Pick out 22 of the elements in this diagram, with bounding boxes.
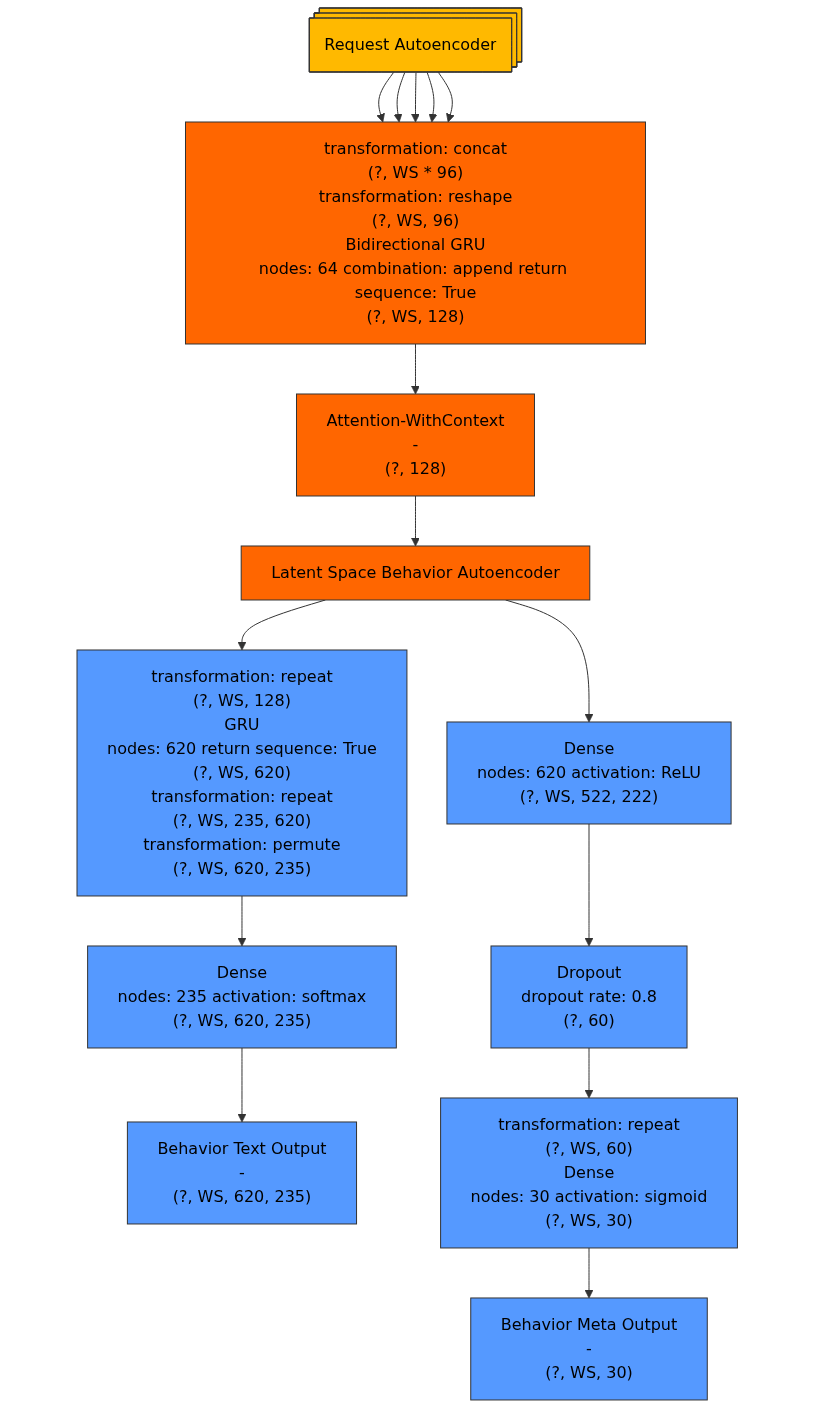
arrow [393, 72, 406, 123]
node-box: Latent Space Behavior Autoencoder [240, 545, 591, 601]
node-box: Dense nodes: 620 activation: ReLU (?, WS, 522, 222) [446, 721, 732, 825]
arrow [584, 1047, 594, 1099]
arrow [584, 823, 594, 947]
node-box: Behavior Text Output - (?, WS, 620, 235) [127, 1121, 358, 1225]
node-box: Dropout dropout rate: 0.8 (?, 60) [490, 945, 688, 1049]
node-box: Behavior Meta Output - (?, WS, 30) [470, 1297, 709, 1401]
node-box: transformation: repeat (?, WS, 60) Dense nodes: 30 activation: sigmoid (?, WS, 30) [440, 1097, 739, 1249]
node-box: transformation: concat (?, WS * 96) transformation: reshape (?, WS, 96) Bidirectional GRU nodes: 64 combination: append return sequence: True (?, WS, 128) [185, 121, 647, 345]
arrow [411, 343, 421, 395]
node-box: Dense nodes: 235 activation: softmax (?, WS, 620, 235) [87, 945, 398, 1049]
arrow [237, 895, 247, 947]
arrow [411, 72, 421, 123]
node-box: transformation: repeat (?, WS, 128) GRU nodes: 620 return sequence: True (?, WS, 620) transformation: repeat (?, WS, 235, 620) transformation: permute (?, WS, 620, 235) [76, 649, 408, 897]
arrow [438, 72, 455, 123]
arrow [376, 72, 395, 123]
node-box: Attention-WithContext - (?, 128) [296, 393, 536, 497]
arrow [237, 1047, 247, 1123]
arrow [427, 72, 438, 123]
arrow [411, 495, 421, 547]
arrow [584, 1247, 594, 1299]
